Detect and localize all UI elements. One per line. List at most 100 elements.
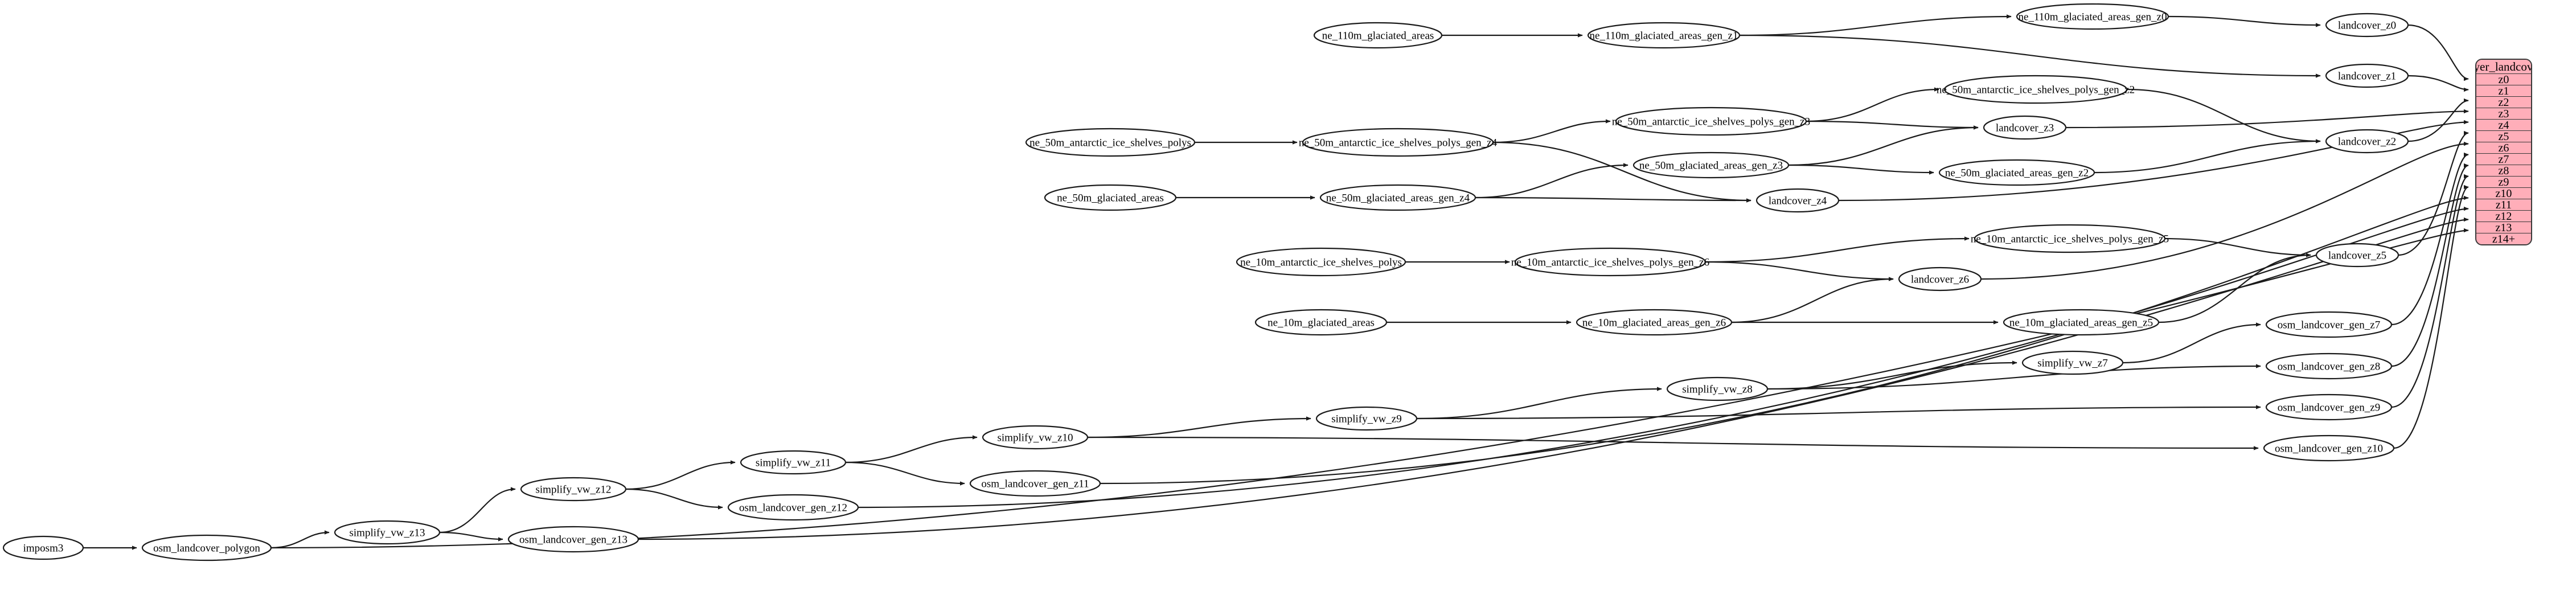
edge-simplify_vw_z12-to-simplify_vw_z11 [625, 460, 736, 490]
node-simplify_vw_z8[interactable]: simplify_vw_z8 [1666, 376, 1769, 401]
edge-landcover_z1-to-layer_landcover_z1 [2407, 75, 2469, 92]
node-osm_landcover_gen_z9[interactable]: osm_landcover_gen_z9 [2265, 393, 2393, 421]
edge-osm_landcover_polygon-to-simplify_vw_z13 [270, 530, 330, 549]
edge-ne_50m_glaciated_areas_gen_z3-to-landcover_z3 [1788, 125, 1979, 166]
node-ne_10m_antarctic_ice_shelves_polys_gen_z5[interactable]: ne_10m_antarctic_ice_shelves_polys_gen_z… [1971, 224, 2169, 253]
layer-table-row-z9[interactable]: z9 [2476, 177, 2531, 188]
layer-table-row-z12[interactable]: z12 [2476, 211, 2531, 222]
layer-landcover-record[interactable]: layer_landcoverz0z1z2z3z4z5z6z7z8z9z10z1… [2475, 59, 2532, 245]
node-osm_landcover_polygon[interactable]: osm_landcover_polygon [141, 534, 272, 561]
node-label-ne_50m_glaciated_areas: ne_50m_glaciated_areas [1057, 192, 1164, 204]
node-ne_50m_antarctic_ice_shelves_polys_gen_z2[interactable]: ne_50m_antarctic_ice_shelves_polys_gen_z… [1937, 75, 2135, 104]
edge-landcover_z2-to-layer_landcover_z2 [2407, 98, 2469, 142]
node-label-ne_50m_glaciated_areas_gen_z4: ne_50m_glaciated_areas_gen_z4 [1326, 192, 1470, 204]
node-label-simplify_vw_z13: simplify_vw_z13 [350, 527, 425, 539]
edge-ne_50m_antarctic_ice_shelves_polys_gen_z4-to-landcover_z4 [1492, 141, 1751, 203]
node-shape-osm_landcover_gen_z10 [2263, 434, 2395, 462]
node-label-osm_landcover_gen_z13: osm_landcover_gen_z13 [519, 534, 627, 546]
node-ne_50m_antarctic_ice_shelves_polys_gen_z3[interactable]: ne_50m_antarctic_ice_shelves_polys_gen_z… [1612, 106, 1810, 136]
edge-simplify_vw_z7-to-osm_landcover_gen_z7 [2122, 322, 2261, 364]
node-ne_10m_antarctic_ice_shelves_polys_gen_z6[interactable]: ne_10m_antarctic_ice_shelves_polys_gen_z… [1511, 247, 1709, 277]
node-osm_landcover_gen_z12[interactable]: osm_landcover_gen_z12 [727, 494, 859, 521]
node-ne_110m_glaciated_areas_gen_z1[interactable]: ne_110m_glaciated_areas_gen_z1 [1587, 22, 1741, 49]
layer-table-row-z8[interactable]: z8 [2476, 165, 2531, 177]
node-ne_10m_glaciated_areas_gen_z5[interactable]: ne_10m_glaciated_areas_gen_z5 [2003, 309, 2160, 336]
node-ne_50m_glaciated_areas[interactable]: ne_50m_glaciated_areas [1044, 184, 1177, 211]
node-shape-osm_landcover_gen_z12 [727, 494, 859, 521]
node-shape-ne_50m_glaciated_areas_gen_z3 [1632, 151, 1790, 179]
layer-table-row-z2[interactable]: z2 [2476, 97, 2531, 108]
edge-osm_landcover_polygon-to-layer_landcover_z14_ [270, 228, 2469, 549]
node-landcover_z1[interactable]: landcover_z1 [2325, 63, 2409, 88]
layer-table-row-z14plus[interactable]: z14+ [2492, 232, 2516, 245]
layer-table-row-z13[interactable]: z13 [2476, 222, 2531, 233]
edge-ne_10m_antarctic_ice_shelves_polys_gen_z6-to-landcover_z6 [1705, 261, 1894, 281]
node-ne_50m_glaciated_areas_gen_z3[interactable]: ne_50m_glaciated_areas_gen_z3 [1632, 151, 1790, 179]
node-landcover_z2[interactable]: landcover_z2 [2325, 129, 2409, 154]
layer-table-row-z0[interactable]: z0 [2476, 74, 2531, 85]
node-landcover_z5[interactable]: landcover_z5 [2315, 243, 2399, 268]
node-simplify_vw_z12[interactable]: simplify_vw_z12 [520, 477, 627, 502]
layer-table-row-z7[interactable]: z7 [2476, 154, 2531, 165]
node-osm_landcover_gen_z11[interactable]: osm_landcover_gen_z11 [969, 470, 1101, 497]
node-simplify_vw_z10[interactable]: simplify_vw_z10 [982, 425, 1089, 450]
layer-table-row-z1[interactable]: z1 [2476, 85, 2531, 97]
node-ne_10m_glaciated_areas_gen_z6[interactable]: ne_10m_glaciated_areas_gen_z6 [1576, 309, 1733, 336]
node-label-landcover_z2: landcover_z2 [2338, 136, 2396, 148]
layer-table-row-z11[interactable]: z11 [2476, 199, 2531, 211]
node-label-osm_landcover_gen_z9: osm_landcover_gen_z9 [2278, 402, 2380, 414]
node-ne_110m_glaciated_areas_gen_z0[interactable]: ne_110m_glaciated_areas_gen_z0 [2016, 3, 2169, 30]
node-ne_50m_glaciated_areas_gen_z2[interactable]: ne_50m_glaciated_areas_gen_z2 [1938, 159, 2095, 186]
node-landcover_z6[interactable]: landcover_z6 [1898, 266, 1982, 292]
edge-simplify_vw_z11-to-osm_landcover_gen_z11 [845, 461, 965, 486]
node-shape-ne_50m_glaciated_areas_gen_z4 [1319, 184, 1476, 211]
node-ne_10m_antarctic_ice_shelves_polys[interactable]: ne_10m_antarctic_ice_shelves_polys [1236, 247, 1406, 277]
node-ne_50m_antarctic_ice_shelves_polys[interactable]: ne_50m_antarctic_ice_shelves_polys [1025, 128, 1196, 157]
node-shape-ne_50m_antarctic_ice_shelves_polys_gen_z4 [1302, 128, 1494, 157]
node-simplify_vw_z9[interactable]: simplify_vw_z9 [1315, 406, 1418, 431]
edge-simplify_vw_z10-to-simplify_vw_z9 [1087, 416, 1311, 438]
layer-table-row-z3[interactable]: z3 [2476, 108, 2531, 120]
node-simplify_vw_z13[interactable]: simplify_vw_z13 [334, 520, 441, 545]
node-shape-simplify_vw_z12 [520, 477, 627, 502]
layer-table-row-z5[interactable]: z5 [2476, 131, 2531, 142]
node-label-ne_110m_glaciated_areas: ne_110m_glaciated_areas [1322, 30, 1434, 42]
node-shape-landcover_z6 [1898, 266, 1982, 292]
edge-ne_50m_glaciated_areas_gen_z4-to-ne_50m_glaciated_areas_gen_z3 [1475, 163, 1629, 199]
node-ne_10m_glaciated_areas[interactable]: ne_10m_glaciated_areas [1254, 309, 1388, 336]
node-shape-ne_50m_antarctic_ice_shelves_polys_gen_z3 [1615, 106, 1807, 136]
node-shape-landcover_z3 [1983, 115, 2067, 140]
node-simplify_vw_z7[interactable]: simplify_vw_z7 [2021, 350, 2124, 375]
node-osm_landcover_gen_z7[interactable]: osm_landcover_gen_z7 [2265, 311, 2393, 338]
edge-landcover_z3-to-layer_landcover_z3 [2065, 109, 2469, 129]
node-label-ne_110m_glaciated_areas_gen_z1: ne_110m_glaciated_areas_gen_z1 [1590, 30, 1738, 42]
edge-osm_landcover_gen_z11-to-layer_landcover_z11 [1100, 195, 2469, 485]
node-ne_110m_glaciated_areas[interactable]: ne_110m_glaciated_areas [1313, 22, 1443, 49]
edge-landcover_z5-to-layer_landcover_z5 [2398, 130, 2469, 256]
layer-table-header: layer_landcover [2476, 60, 2531, 74]
node-osm_landcover_gen_z8[interactable]: osm_landcover_gen_z8 [2265, 352, 2393, 380]
edge-landcover_z4-to-layer_landcover_z4 [1838, 120, 2469, 202]
node-label-imposm3: imposm3 [23, 543, 64, 555]
edge-osm_landcover_gen_z12-to-layer_landcover_z12 [858, 206, 2469, 509]
node-shape-ne_110m_glaciated_areas_gen_z0 [2016, 3, 2169, 30]
node-ne_50m_glaciated_areas_gen_z4[interactable]: ne_50m_glaciated_areas_gen_z4 [1319, 184, 1476, 211]
node-landcover_z4[interactable]: landcover_z4 [1755, 188, 1840, 213]
node-landcover_z3[interactable]: landcover_z3 [1983, 115, 2067, 140]
node-imposm3[interactable]: imposm3 [2, 535, 84, 560]
layer-table-row-z6[interactable]: z6 [2476, 142, 2531, 154]
node-simplify_vw_z11[interactable]: simplify_vw_z11 [740, 450, 847, 475]
node-osm_landcover_gen_z13[interactable]: osm_landcover_gen_z13 [507, 526, 639, 553]
node-shape-landcover_z2 [2325, 129, 2409, 154]
node-osm_landcover_gen_z10[interactable]: osm_landcover_gen_z10 [2263, 434, 2395, 462]
node-shape-ne_10m_glaciated_areas_gen_z6 [1576, 309, 1733, 336]
node-ne_50m_antarctic_ice_shelves_polys_gen_z4[interactable]: ne_50m_antarctic_ice_shelves_polys_gen_z… [1299, 128, 1498, 157]
layer-table-row-z4[interactable]: z4 [2476, 120, 2531, 131]
node-landcover_z0[interactable]: landcover_z0 [2325, 13, 2409, 38]
node-shape-ne_50m_glaciated_areas [1044, 184, 1177, 211]
node-label-ne_10m_glaciated_areas: ne_10m_glaciated_areas [1268, 317, 1375, 329]
node-shape-landcover_z1 [2325, 63, 2409, 88]
node-shape-osm_landcover_gen_z9 [2265, 393, 2393, 421]
layer-table-row-z10[interactable]: z10 [2476, 188, 2531, 199]
